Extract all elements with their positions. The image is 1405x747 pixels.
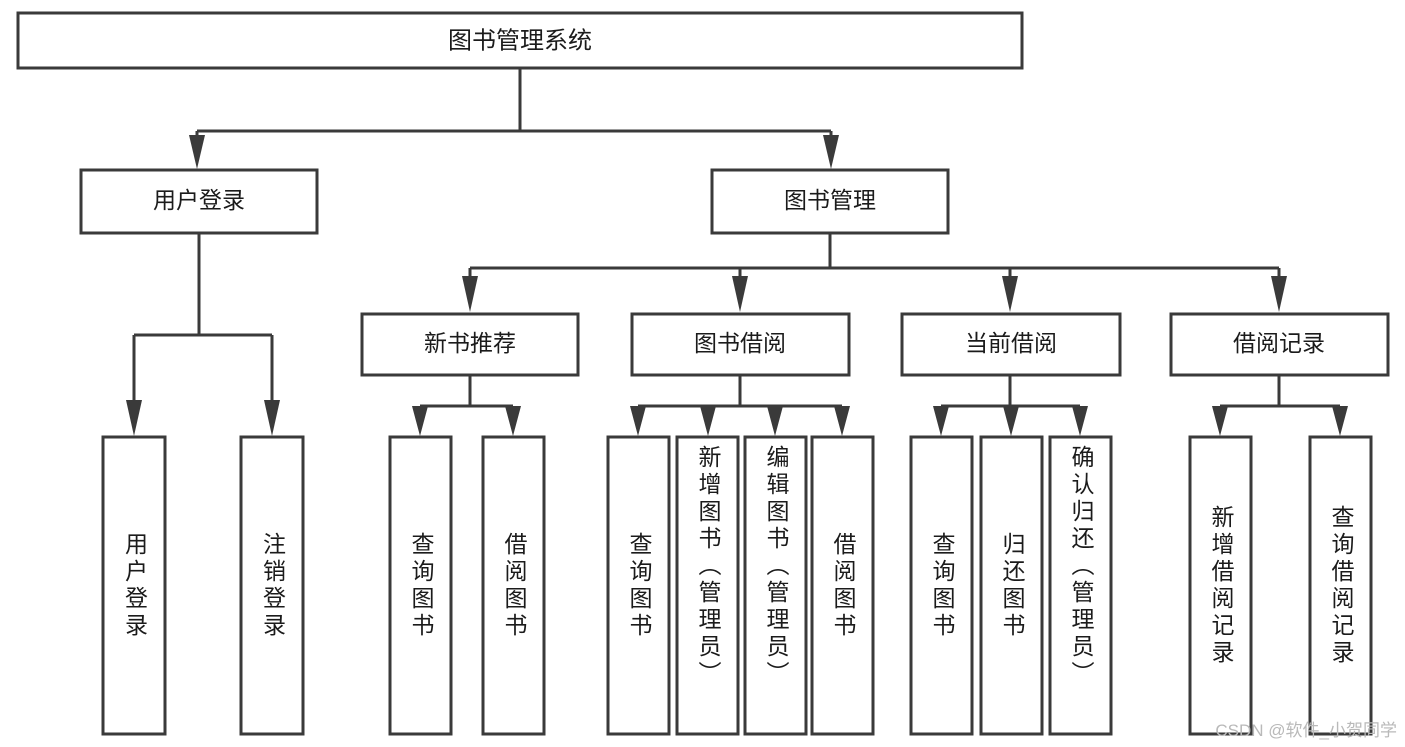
node-current-borrow-box[interactable]: [900, 312, 1122, 377]
arrow-head-leaf-rec-borrow: [505, 406, 521, 436]
arrow-head-borrow-record: [1271, 276, 1287, 312]
node-leaf-borrow-lend-textwrap: 借阅图书: [830, 531, 856, 640]
node-borrow-record-label: 借阅记录: [1233, 330, 1325, 356]
arrow-head-leaf-user-login: [126, 400, 142, 436]
node-new-book-rec-box[interactable]: [360, 312, 580, 377]
arrow-head-current-borrow: [1002, 276, 1018, 312]
arrow-head-user-login: [189, 135, 205, 169]
node-user-login-box[interactable]: [79, 168, 319, 235]
node-leaf-rec-query-box[interactable]: [388, 435, 453, 736]
node-leaf-rec-query-textwrap: 查询图书: [408, 531, 434, 640]
node-borrow-record-box[interactable]: [1169, 312, 1390, 377]
arrow-head-leaf-borrow-query: [630, 406, 646, 436]
node-leaf-user-logout[interactable]: 注销登录: [239, 435, 305, 736]
node-leaf-rec-search-textwrap: 查询借阅记录: [1328, 504, 1354, 667]
arrow-head-leaf-borrow-add: [700, 406, 716, 436]
arrow-head-leaf-rec-query: [412, 406, 428, 436]
node-user-login[interactable]: 用户登录: [79, 168, 319, 235]
node-leaf-borrow-lend-box[interactable]: [810, 435, 875, 736]
node-leaf-rec-query-label: 查询图书: [408, 531, 434, 640]
node-leaf-borrow-query-textwrap: 查询图书: [626, 531, 652, 640]
node-leaf-user-logout-textwrap: 注销登录: [259, 531, 286, 640]
node-leaf-rec-borrow-label: 借阅图书: [501, 531, 527, 640]
arrow-head-leaf-cur-return: [1003, 406, 1019, 436]
node-leaf-borrow-query-label: 查询图书: [626, 531, 652, 640]
node-current-borrow[interactable]: 当前借阅: [900, 312, 1122, 377]
node-leaf-borrow-edit-textwrap: 编辑图书（管理员）: [763, 445, 789, 688]
node-leaf-user-logout-box[interactable]: [239, 435, 305, 736]
arrow-head-book-borrow: [732, 276, 748, 312]
node-leaf-rec-search-label: 查询借阅记录: [1328, 504, 1354, 667]
node-leaf-cur-confirm-textwrap: 确认归还（管理员）: [1068, 445, 1094, 688]
node-leaf-borrow-query[interactable]: 查询图书: [606, 435, 671, 736]
node-root-label: 图书管理系统: [448, 27, 592, 54]
node-leaf-borrow-add-textwrap: 新增图书（管理员）: [695, 445, 721, 688]
node-borrow-record[interactable]: 借阅记录: [1169, 312, 1390, 377]
node-leaf-borrow-lend-label: 借阅图书: [830, 531, 856, 640]
node-book-borrow-box[interactable]: [630, 312, 851, 377]
arrow-head-leaf-cur-confirm: [1072, 406, 1088, 436]
arrow-head-leaf-user-logout: [264, 400, 280, 436]
csdn-watermark: CSDN @软件_小贺同学: [1215, 721, 1397, 740]
arrow-head-leaf-rec-add: [1212, 406, 1228, 436]
node-leaf-cur-return[interactable]: 归还图书: [979, 435, 1044, 736]
node-book-borrow[interactable]: 图书借阅: [630, 312, 851, 377]
node-leaf-rec-add-label: 新增借阅记录: [1208, 504, 1234, 667]
connector-layer: [126, 68, 1348, 436]
node-book-manage[interactable]: 图书管理: [710, 168, 950, 235]
node-leaf-cur-return-textwrap: 归还图书: [999, 531, 1025, 640]
node-leaf-cur-query-label: 查询图书: [929, 531, 955, 640]
node-leaf-borrow-edit[interactable]: 编辑图书（管理员）: [743, 435, 808, 736]
node-leaf-borrow-edit-box[interactable]: [743, 435, 808, 736]
arrow-head-book-manage: [823, 135, 839, 169]
node-user-login-label: 用户登录: [153, 187, 245, 213]
node-leaf-cur-query-box[interactable]: [909, 435, 974, 736]
node-current-borrow-label: 当前借阅: [965, 330, 1057, 356]
node-leaf-rec-query[interactable]: 查询图书: [388, 435, 453, 736]
node-leaf-borrow-lend[interactable]: 借阅图书: [810, 435, 875, 736]
node-leaf-cur-confirm-box[interactable]: [1048, 435, 1113, 736]
node-leaf-rec-borrow-textwrap: 借阅图书: [501, 531, 527, 640]
node-root[interactable]: 图书管理系统: [16, 11, 1024, 70]
node-leaf-borrow-add-label: 新增图书（管理员）: [695, 445, 721, 688]
node-leaf-rec-add-textwrap: 新增借阅记录: [1208, 504, 1234, 667]
node-leaf-cur-query[interactable]: 查询图书: [909, 435, 974, 736]
arrow-head-new-book-rec: [462, 276, 478, 312]
node-layer: 图书管理系统 用户登录 图书管理 新书推荐 图书借阅: [16, 11, 1390, 736]
node-leaf-user-login-textwrap: 用户登录: [121, 531, 148, 640]
arrow-head-leaf-cur-query: [933, 406, 949, 436]
node-leaf-cur-confirm-label: 确认归还（管理员）: [1068, 445, 1094, 688]
node-leaf-borrow-add[interactable]: 新增图书（管理员）: [675, 435, 740, 736]
node-book-borrow-label: 图书借阅: [694, 330, 786, 356]
node-new-book-rec[interactable]: 新书推荐: [360, 312, 580, 377]
node-leaf-cur-confirm[interactable]: 确认归还（管理员）: [1048, 435, 1113, 736]
node-leaf-borrow-add-box[interactable]: [675, 435, 740, 736]
node-leaf-rec-borrow[interactable]: 借阅图书: [481, 435, 546, 736]
node-leaf-borrow-edit-label: 编辑图书（管理员）: [763, 445, 789, 688]
node-leaf-cur-return-label: 归还图书: [999, 531, 1025, 640]
arrow-head-leaf-rec-search: [1332, 406, 1348, 436]
node-leaf-cur-return-box[interactable]: [979, 435, 1044, 736]
node-new-book-rec-label: 新书推荐: [424, 330, 516, 356]
node-leaf-rec-borrow-box[interactable]: [481, 435, 546, 736]
node-book-manage-box[interactable]: [710, 168, 950, 235]
node-leaf-user-login-box[interactable]: [101, 435, 167, 736]
node-leaf-cur-query-textwrap: 查询图书: [929, 531, 955, 640]
node-leaf-user-login-label: 用户登录: [121, 531, 148, 640]
node-leaf-rec-search-box[interactable]: [1308, 435, 1373, 736]
node-leaf-rec-add-box[interactable]: [1188, 435, 1253, 736]
node-book-manage-label: 图书管理: [784, 187, 876, 213]
arrow-head-leaf-borrow-edit: [767, 406, 783, 436]
node-root-box[interactable]: [16, 11, 1024, 70]
arrow-head-leaf-borrow-lend: [834, 406, 850, 436]
node-leaf-borrow-query-box[interactable]: [606, 435, 671, 736]
node-leaf-user-logout-label: 注销登录: [259, 531, 286, 640]
node-leaf-user-login[interactable]: 用户登录: [101, 435, 167, 736]
node-leaf-rec-add[interactable]: 新增借阅记录: [1188, 435, 1253, 736]
node-leaf-rec-search[interactable]: 查询借阅记录: [1308, 435, 1373, 736]
